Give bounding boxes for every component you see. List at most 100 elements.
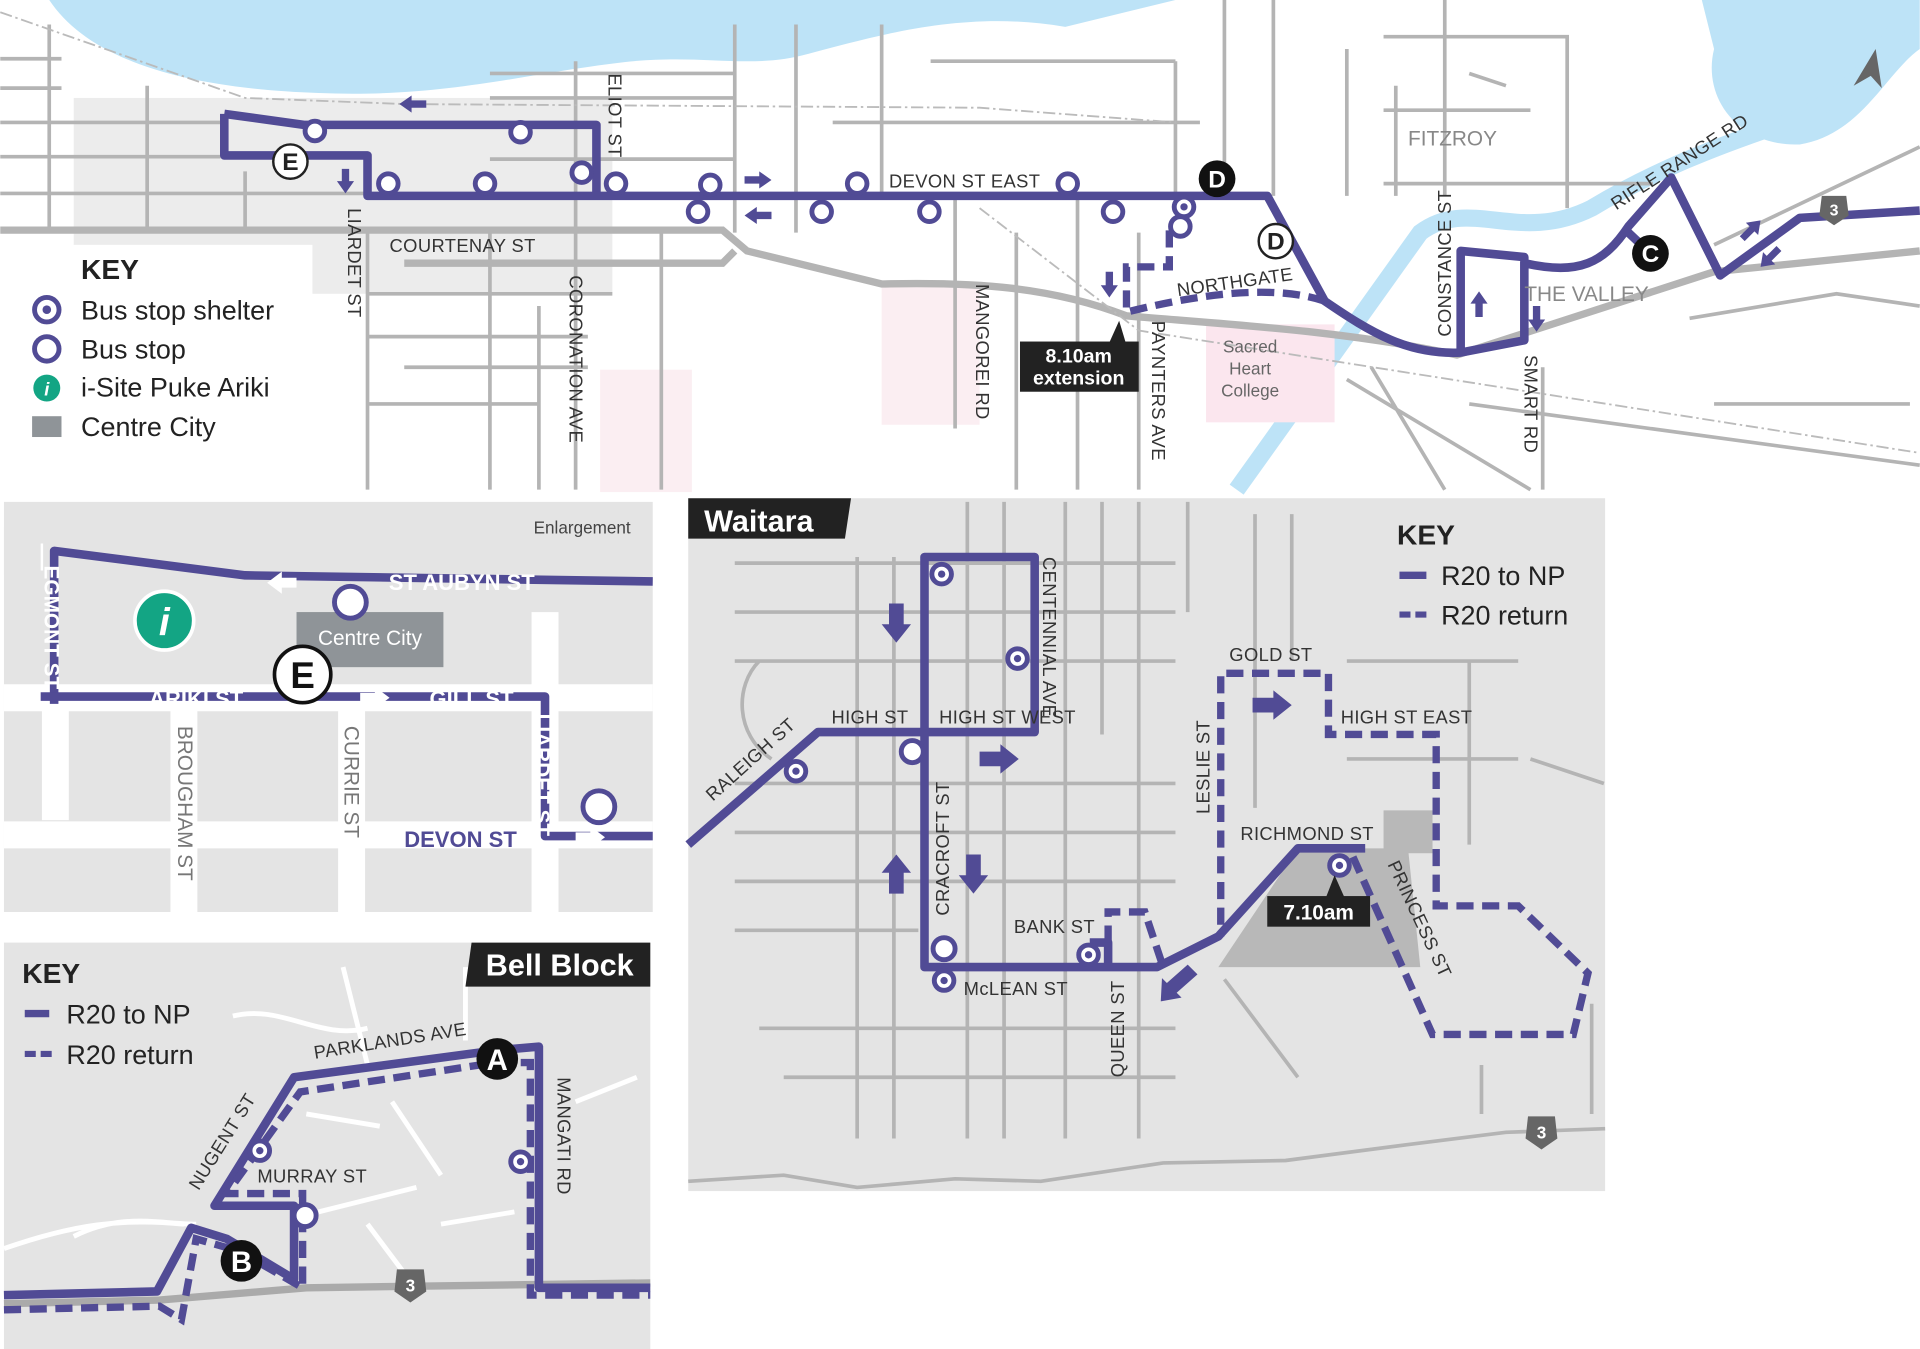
bus-stop[interactable]	[930, 935, 958, 963]
highway-3-shield: 3	[1525, 1116, 1558, 1150]
svg-text:R20 to NP: R20 to NP	[66, 999, 190, 1029]
street-label-courtenay: COURTENAY ST	[390, 235, 536, 256]
arrow-right-icon	[1252, 690, 1292, 720]
suburb-label-fitzroy: FITZROY	[1408, 128, 1497, 151]
bell-block-key: KEY R20 to NP R20 return	[22, 958, 193, 1070]
shelter-dot	[1180, 203, 1188, 211]
arrow-down-icon	[958, 854, 989, 894]
bus-stop[interactable]	[302, 118, 328, 144]
svg-text:R20 return: R20 return	[66, 1040, 193, 1070]
street-label-leslie: LESLIE ST	[1193, 720, 1214, 814]
street-label-mangorei: MANGOREI RD	[972, 284, 993, 420]
bus-stop[interactable]	[603, 171, 629, 196]
svg-text:Heart: Heart	[1229, 359, 1271, 379]
direction-arrows	[336, 95, 1782, 332]
water-harbour	[49, 0, 1176, 94]
street-label-constance: CONSTANCE ST	[1434, 190, 1455, 337]
stop-marker-c[interactable]: C	[1632, 235, 1669, 272]
route-r20-return	[1104, 669, 1593, 1039]
svg-text:A: A	[487, 1044, 508, 1077]
waitara-key: KEY R20 to NP R20 return	[1397, 520, 1568, 631]
bus-stop[interactable]	[291, 1202, 319, 1230]
street-label-cracroft: CRACROFT ST	[932, 781, 953, 915]
street-label-st-aubyn: ST AUBYN ST	[389, 570, 536, 595]
svg-text:KEY: KEY	[1397, 520, 1455, 551]
street-label-devon-east: DEVON ST EAST	[889, 170, 1040, 191]
route-r20-return	[3, 1058, 651, 1326]
stop-marker-d[interactable]: D	[1198, 160, 1236, 198]
bus-stop[interactable]	[1100, 199, 1126, 225]
svg-text:E: E	[290, 655, 315, 696]
route-st-aubyn	[49, 546, 653, 704]
centre-city-label: Centre City	[318, 627, 423, 650]
highway-number: 3	[1830, 202, 1839, 219]
marker-label: D	[1267, 229, 1285, 256]
street-label-mangati: MANGATI RD	[553, 1077, 574, 1195]
stop-marker-a[interactable]: A	[476, 1038, 519, 1080]
enlargement-panel: Centre City Enlargement ST AUBYN ST EGMO…	[3, 501, 653, 912]
street-label-brougham: BROUGHAM ST	[173, 726, 196, 881]
bus-stop[interactable]	[376, 171, 401, 196]
key-item-label: i-Site Puke Ariki	[81, 373, 270, 403]
svg-text:Sacred: Sacred	[1223, 337, 1277, 357]
marker-label: C	[1642, 241, 1660, 268]
arrow-down-icon	[1100, 271, 1118, 298]
park-area	[881, 284, 980, 425]
street-label-eliot: ELIOT ST	[605, 73, 626, 157]
street-label-high-east: HIGH ST EAST	[1341, 706, 1473, 727]
bus-stop[interactable]	[580, 788, 618, 826]
street-label-high-st: HIGH ST	[831, 706, 908, 727]
marker-label: D	[1208, 166, 1226, 193]
bus-stop[interactable]	[809, 199, 834, 225]
street-label-bank: BANK ST	[1014, 916, 1095, 937]
street-label-ariki: ARIKI ST	[149, 686, 244, 711]
stop-marker-e[interactable]: E	[272, 644, 333, 705]
bus-stops-waitara	[783, 561, 1352, 993]
time-callout: 7.10am	[1267, 875, 1371, 927]
key-item-label: Bus stop	[81, 335, 186, 365]
arrow-right-icon	[360, 686, 390, 709]
north-arrow-icon	[1853, 48, 1882, 89]
centre-city-swatch-icon	[32, 416, 62, 438]
street-label-gill: GILL ST	[430, 686, 515, 711]
bus-stop[interactable]	[508, 119, 533, 145]
svg-text:i: i	[159, 601, 171, 644]
street-label-high-west: HIGH ST WEST	[939, 706, 1076, 727]
isite-info-icon[interactable]: i	[133, 589, 196, 652]
bus-stop[interactable]	[685, 199, 711, 225]
arrow-left-icon	[744, 206, 772, 225]
bus-stop-icon	[32, 334, 62, 364]
stop-marker-e[interactable]: E	[272, 143, 309, 180]
top-map-key: KEY Bus stop shelter Bus stop i i-Site P…	[18, 244, 313, 453]
street-label-murray: MURRAY ST	[257, 1166, 367, 1187]
arrow-right-icon	[575, 826, 605, 849]
stop-marker-b[interactable]: B	[220, 1240, 263, 1282]
arrow-right-icon	[979, 744, 1019, 774]
enlargement-label: Enlargement	[534, 518, 631, 538]
arrow-down-icon	[1528, 306, 1546, 332]
bus-stops-top	[302, 118, 1197, 239]
key-title: KEY	[81, 254, 139, 285]
bus-stop[interactable]	[698, 172, 723, 198]
arrow-down-icon	[881, 603, 912, 643]
svg-text:3: 3	[406, 1275, 416, 1295]
bus-stop[interactable]	[1055, 171, 1080, 196]
street-label-currie: CURRIE ST	[339, 726, 362, 838]
bus-stop[interactable]	[472, 171, 498, 196]
waitara-panel: Waitara CENTENNIAL AVE HIGH ST HIGH ST W…	[685, 498, 1606, 1192]
street-label-coronation: CORONATION AVE	[566, 275, 587, 443]
bus-stop[interactable]	[569, 160, 594, 185]
bus-stop[interactable]	[898, 738, 926, 766]
stop-marker-d-return[interactable]: D	[1257, 222, 1295, 260]
arrow-up-icon	[881, 854, 912, 894]
bus-stop[interactable]	[1168, 214, 1193, 239]
waitara-title: Waitara	[688, 498, 852, 539]
street-label-mclean: McLEAN ST	[964, 978, 1068, 999]
street-label-liardet: LIARDET ST	[530, 714, 553, 837]
bus-stop[interactable]	[844, 171, 870, 196]
bus-stop[interactable]	[917, 199, 942, 225]
route-r20-extension	[1122, 226, 1326, 317]
svg-text:B: B	[231, 1246, 252, 1279]
highway-3-shield: 3	[1819, 195, 1849, 226]
bus-stop[interactable]	[332, 583, 369, 621]
